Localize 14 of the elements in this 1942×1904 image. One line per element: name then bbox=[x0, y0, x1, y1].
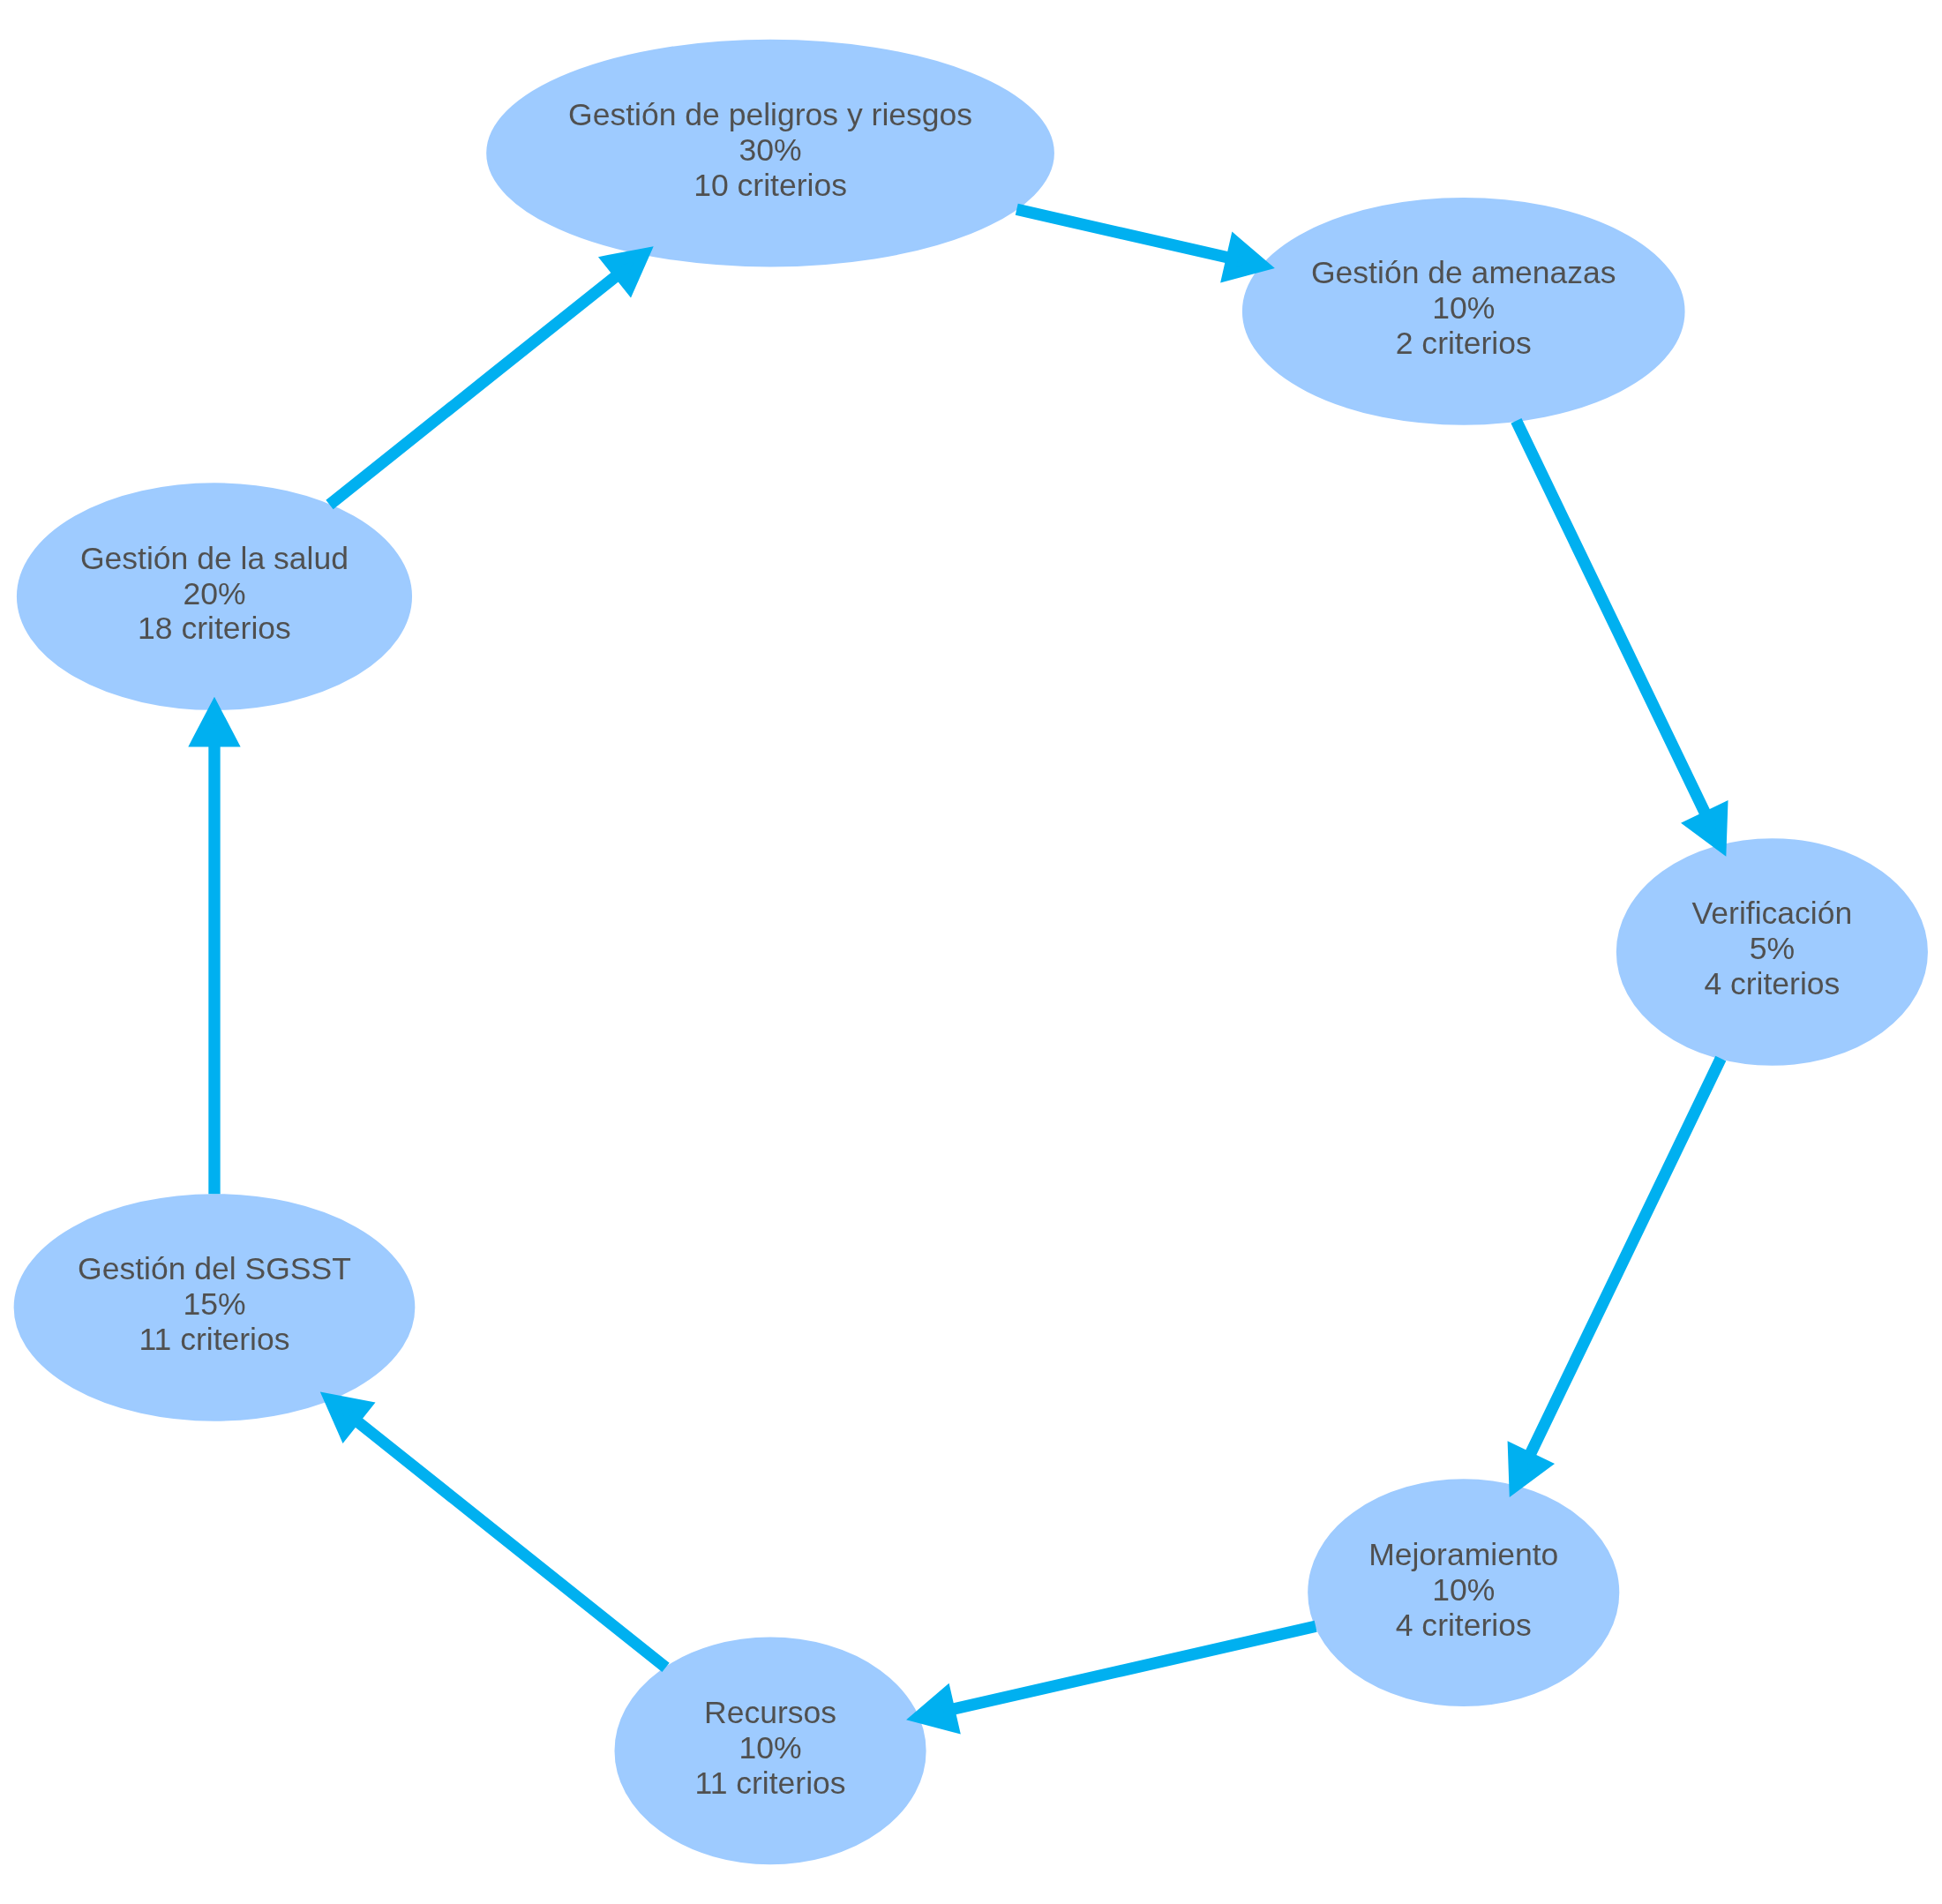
node-ellipse: Verificación 5% 4 criterios bbox=[1616, 838, 1928, 1066]
node-ellipse: Gestión del SGSST 15% 11 criterios bbox=[13, 1194, 416, 1421]
node-ellipse: Gestión de amenazas 10% 2 criterios bbox=[1241, 198, 1685, 425]
arrow bbox=[906, 1620, 1317, 1735]
node-ellipse: Gestión de la salud 20% 18 criterios bbox=[16, 483, 413, 710]
arrow bbox=[1507, 1055, 1727, 1497]
node-ellipse: Mejoramiento 10% 4 criterios bbox=[1308, 1479, 1620, 1706]
arrow bbox=[326, 246, 654, 510]
arrow bbox=[319, 1391, 670, 1673]
arrow bbox=[1015, 203, 1275, 283]
arrow bbox=[1511, 418, 1728, 857]
node-ellipse: Gestión de peligros y riesgos 30% 10 criterios bbox=[486, 39, 1054, 267]
node-ellipse: Recursos 10% 11 criterios bbox=[614, 1637, 926, 1865]
arrow bbox=[188, 696, 241, 1195]
